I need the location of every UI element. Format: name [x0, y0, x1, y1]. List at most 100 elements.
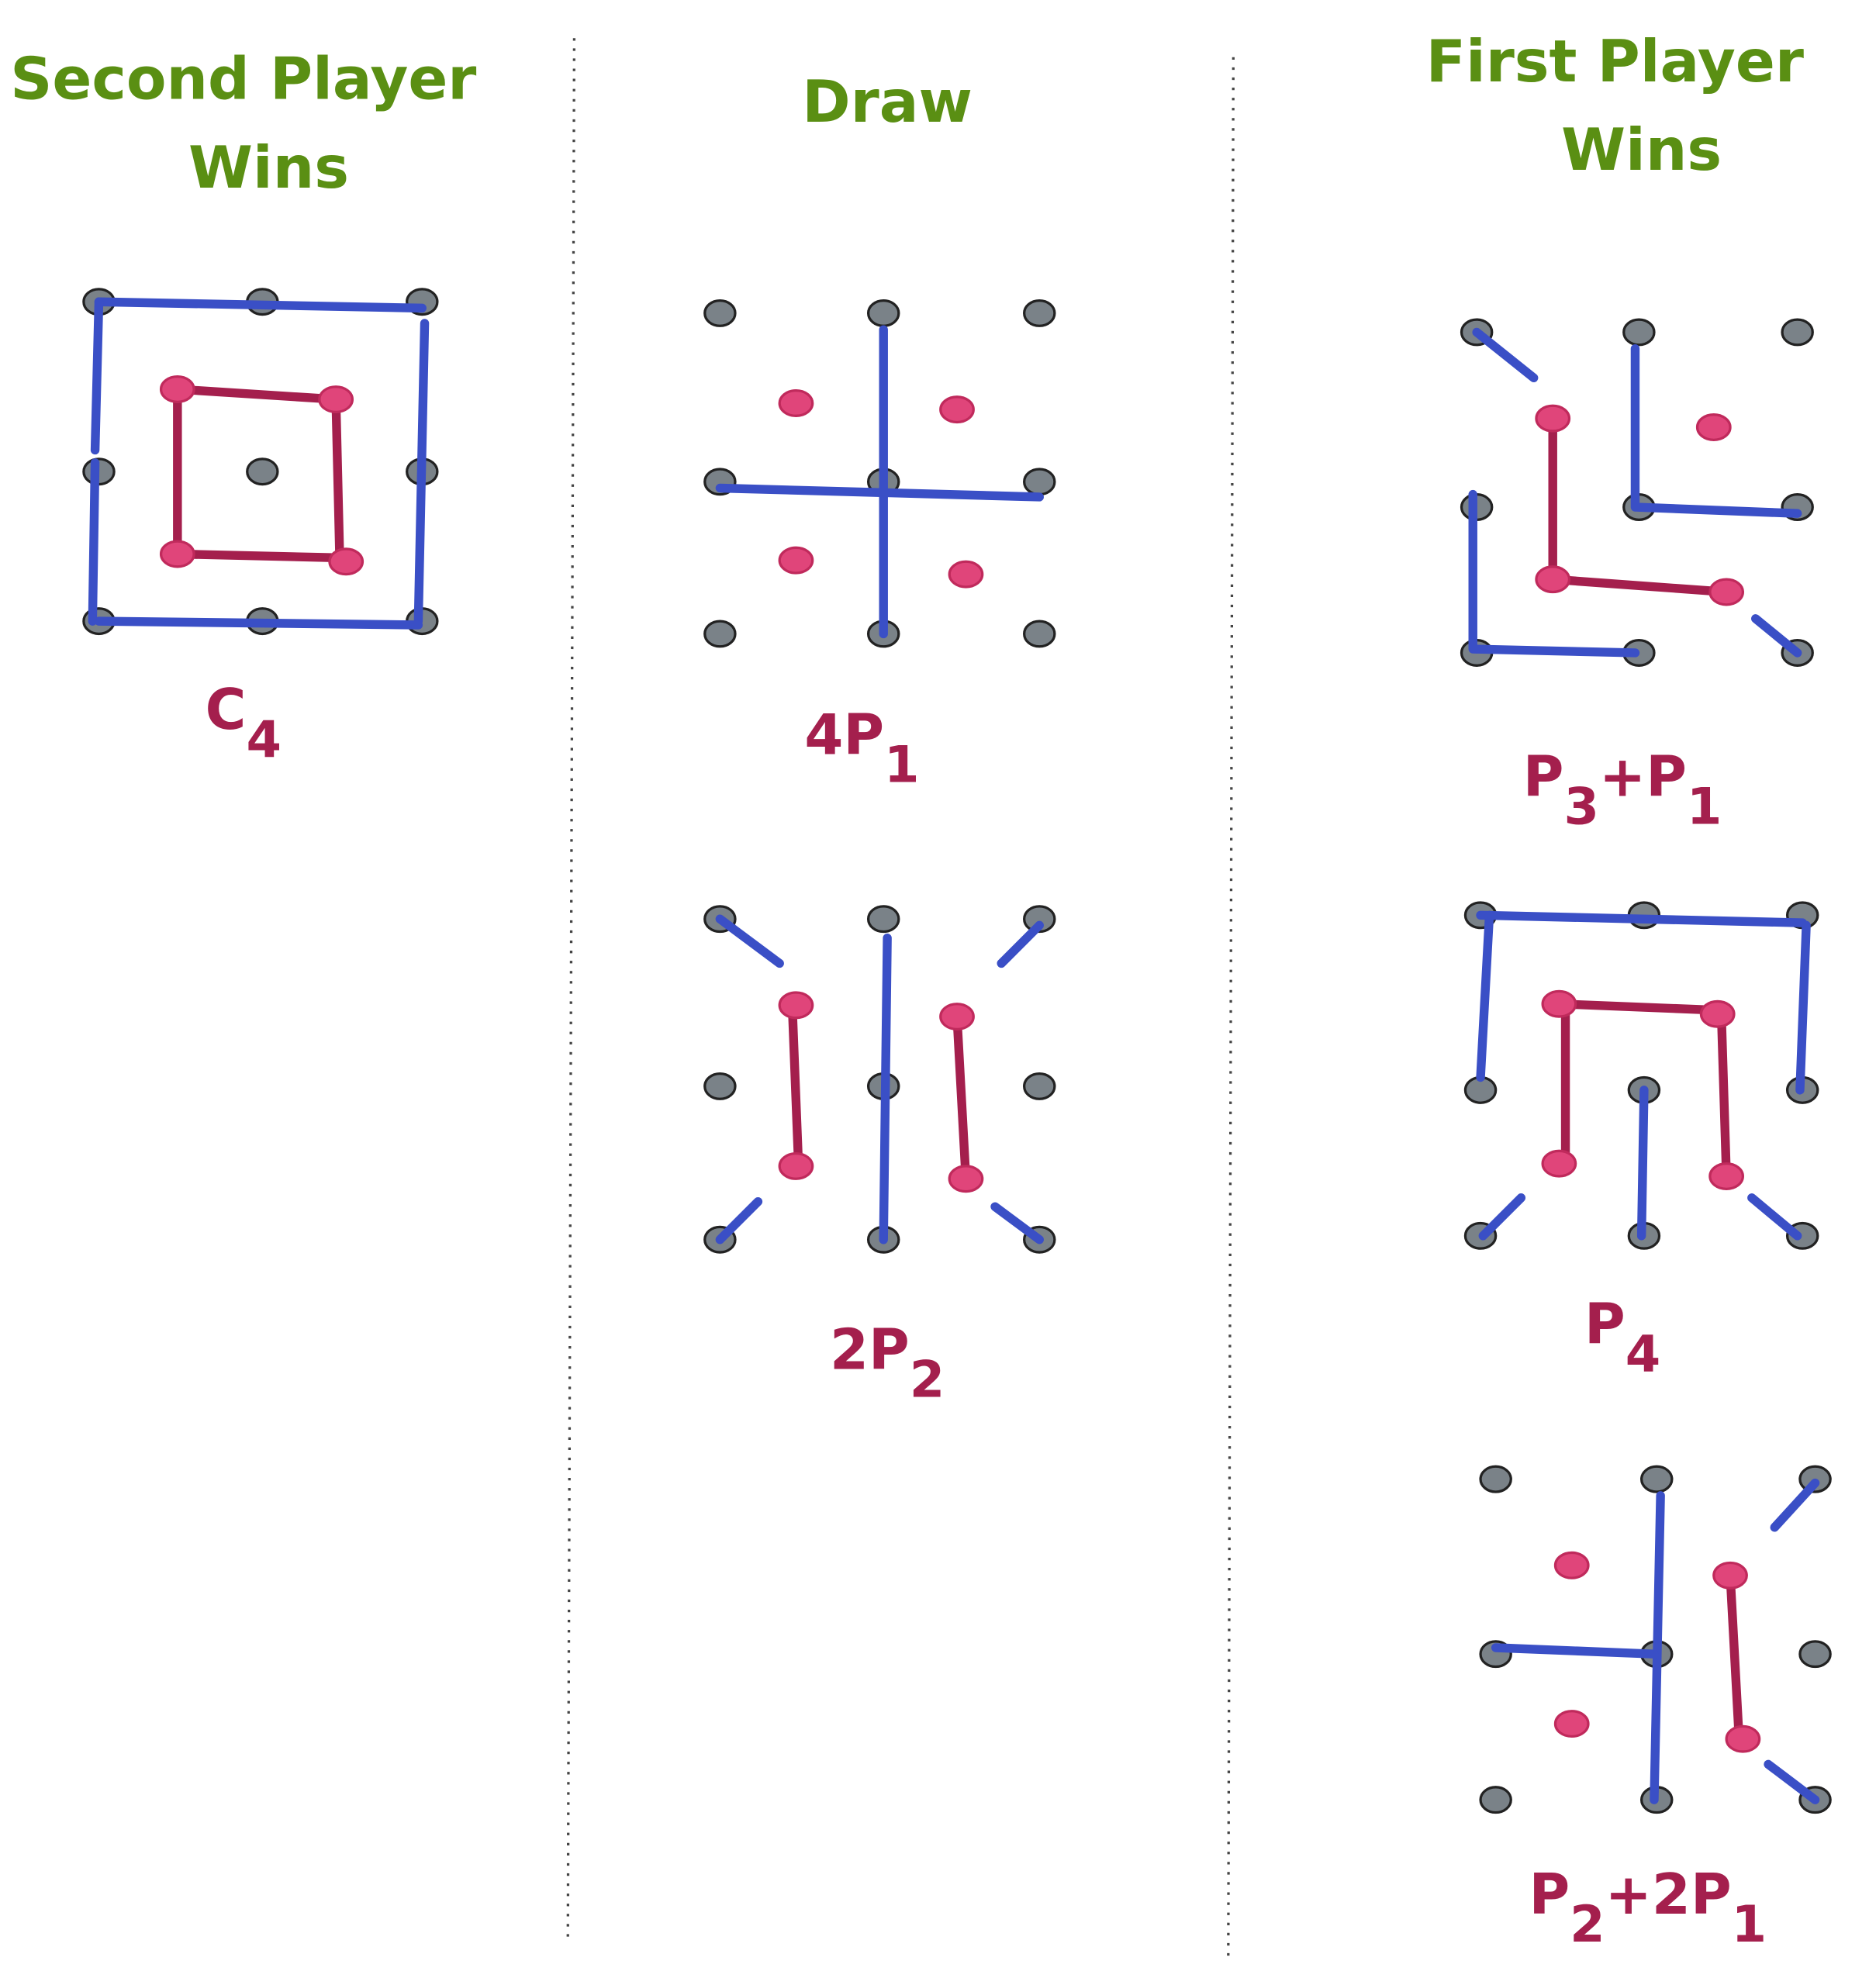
- blue-edge: [1478, 1193, 1526, 1241]
- blue-edge: [990, 1202, 1044, 1245]
- pink-vertex: [778, 388, 814, 417]
- label-text: +P: [1599, 744, 1687, 810]
- blue-edge: [1491, 1643, 1659, 1659]
- gray-vertex: [703, 299, 737, 327]
- label-text: +2P: [1605, 1862, 1732, 1927]
- blue-edge: [1650, 1491, 1665, 1804]
- pink-vertex: [948, 1165, 984, 1193]
- pink-vertex: [1699, 999, 1736, 1028]
- red-edge: [787, 1000, 803, 1171]
- blue-edge: [1476, 910, 1807, 927]
- gray-vertex: [1023, 468, 1056, 496]
- label-text: C: [206, 677, 247, 742]
- gray-vertex: [1023, 620, 1056, 648]
- graph-label: P2+2P1: [1529, 1862, 1767, 1954]
- pink-vertex: [1541, 989, 1577, 1018]
- red-edge: [1554, 999, 1722, 1015]
- pink-vertex: [1708, 578, 1745, 606]
- pink-vertex: [778, 546, 814, 575]
- pink-vertex: [1553, 1551, 1590, 1579]
- blue-edge: [1636, 1086, 1649, 1241]
- gray-vertex: [866, 905, 900, 934]
- label-subscript: 4: [1626, 1325, 1660, 1384]
- pink-vertex: [1708, 1162, 1745, 1190]
- blue-edge: [94, 297, 427, 313]
- blue-edge: [88, 458, 100, 626]
- blue-edge: [90, 297, 104, 455]
- label-text: P: [1584, 1292, 1626, 1357]
- blue-edge: [715, 483, 1044, 502]
- gray-vertex: [246, 457, 279, 486]
- gray-vertex: [703, 620, 737, 648]
- column-title-first-player-wins: First Player Wins: [1426, 27, 1825, 184]
- label-text: 4P: [804, 703, 884, 768]
- graph-p3-plus-p1: P3+P1: [1460, 318, 1814, 837]
- pink-vertex: [1553, 1710, 1590, 1738]
- label-subscript: 1: [884, 736, 919, 795]
- pink-vertex: [778, 1151, 814, 1180]
- gray-vertex: [1781, 318, 1814, 347]
- gray-vertex: [1639, 1465, 1674, 1493]
- blue-edge: [1747, 1193, 1802, 1241]
- label-text: P: [1523, 744, 1564, 810]
- label-text: P: [1529, 1862, 1570, 1927]
- blue-edge: [715, 1196, 763, 1245]
- label-subscript: 2: [910, 1350, 945, 1409]
- pink-vertex: [159, 540, 195, 568]
- pink-vertex: [1712, 1561, 1748, 1590]
- blue-edge: [94, 616, 423, 630]
- pink-vertex: [1535, 565, 1571, 594]
- label-subscript: 3: [1563, 778, 1598, 837]
- pink-vertex: [1725, 1724, 1761, 1753]
- gray-vertex: [1622, 318, 1656, 347]
- graph-c4: C4: [82, 288, 439, 769]
- graph-label: P4: [1584, 1292, 1660, 1384]
- column-divider: [1227, 57, 1235, 1959]
- blue-edge: [1770, 1478, 1820, 1532]
- gray-vertex: [1023, 299, 1056, 327]
- gray-vertex: [866, 299, 900, 327]
- blue-edge: [1795, 920, 1811, 1095]
- gray-vertex: [1023, 1072, 1056, 1100]
- graph-label: P3+P1: [1523, 744, 1722, 837]
- graph-4p1: 4P1: [703, 299, 1056, 795]
- pink-vertex: [1535, 404, 1571, 433]
- gray-vertex: [1798, 1640, 1832, 1669]
- graph-label: 4P1: [804, 703, 919, 795]
- graph-p4: P4: [1463, 901, 1819, 1384]
- label-subscript: 1: [1732, 1895, 1767, 1954]
- pink-vertex: [328, 547, 364, 576]
- blue-edge: [1630, 343, 1802, 518]
- blue-edge: [997, 920, 1044, 968]
- pink-vertex: [1695, 413, 1732, 442]
- gray-vertex: [703, 1072, 737, 1100]
- blue-edge: [1468, 489, 1640, 658]
- gray-vertex: [1479, 1465, 1512, 1493]
- graph-label: C4: [206, 677, 282, 769]
- pink-vertex: [948, 560, 984, 589]
- graph-label: 2P2: [830, 1317, 945, 1409]
- label-text: 2P: [830, 1317, 910, 1382]
- red-edge: [1726, 1571, 1744, 1744]
- column-title-draw: Draw: [802, 67, 973, 136]
- blue-edge: [413, 319, 430, 626]
- pink-vertex: [939, 395, 975, 424]
- label-subscript: 4: [246, 710, 281, 769]
- graph-2p2: 2P2: [703, 905, 1056, 1409]
- pink-vertex: [1541, 1149, 1577, 1178]
- column-title-second-player-wins: Second Player Wins: [10, 45, 496, 202]
- column-divider: [566, 38, 576, 1939]
- blue-edge: [1751, 614, 1802, 658]
- gray-vertex: [1479, 1786, 1512, 1814]
- graph-p2-plus-2p1: P2+2P1: [1479, 1465, 1832, 1954]
- label-subscript: 2: [1570, 1895, 1605, 1954]
- blue-edge: [1476, 910, 1494, 1082]
- pink-vertex: [159, 375, 195, 403]
- blue-edge: [1472, 327, 1539, 383]
- label-subscript: 1: [1687, 778, 1722, 837]
- pink-vertex: [778, 991, 814, 1020]
- pink-vertex: [318, 385, 354, 414]
- red-edge: [1716, 1010, 1731, 1181]
- gray-vertex: [1023, 905, 1056, 934]
